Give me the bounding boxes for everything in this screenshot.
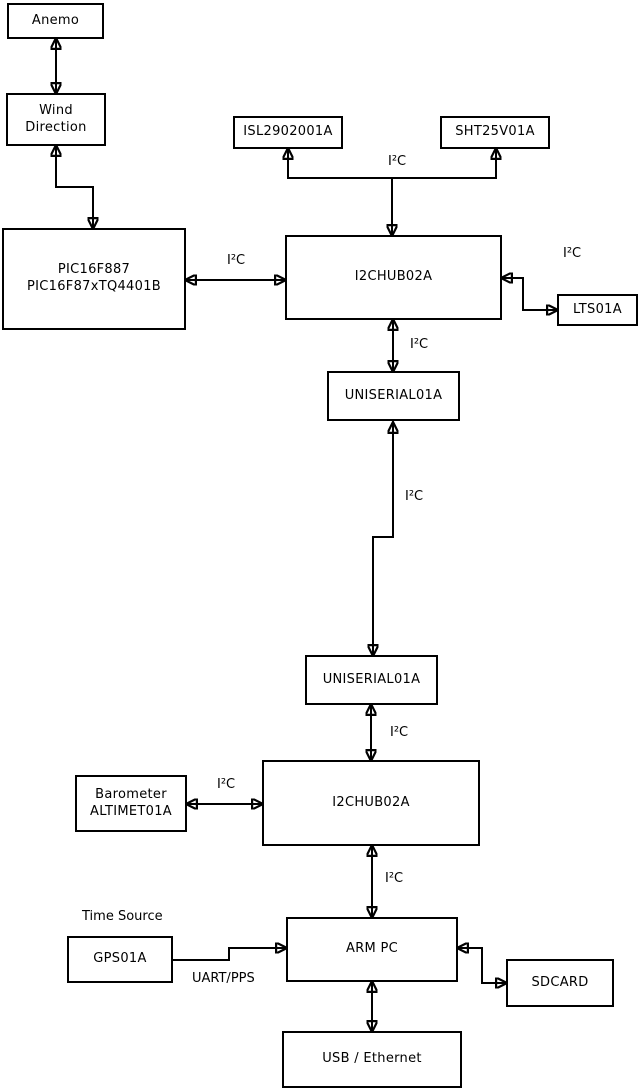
node-i2chub-1: I2CHUB02A: [285, 235, 502, 320]
uart-pps-label: UART/PPS: [192, 971, 255, 986]
node-i2chub-2-label: I2CHUB02A: [332, 794, 410, 810]
node-arm-pc-label: ARM PC: [346, 941, 398, 957]
i2c-label-uniserial2-i2chub2: I²C: [390, 725, 409, 740]
node-barometer: Barometer ALTIMET01A: [75, 775, 187, 832]
i2c-label-barometer-i2chub2: I²C: [217, 777, 236, 792]
node-usb-ethernet: USB / Ethernet: [282, 1031, 462, 1088]
node-i2chub-1-label: I2CHUB02A: [354, 269, 433, 285]
node-sht25v01a-label: SHT25V01A: [455, 124, 535, 140]
node-uniserial-1: UNISERIAL01A: [327, 371, 460, 421]
node-usb-ethernet-label: USB / Ethernet: [322, 1051, 422, 1067]
node-i2chub-2: I2CHUB02A: [262, 760, 480, 846]
i2c-label-pic-i2chub1: I²C: [227, 253, 246, 268]
edge-uniserial1-uniserial2: [373, 423, 393, 655]
edge-i2chub1-lts: [502, 278, 557, 310]
node-lts01a-label: LTS01A: [573, 301, 622, 317]
node-isl2902001a: ISL2902001A: [233, 116, 343, 149]
node-gps01a: GPS01A: [67, 936, 173, 983]
node-uniserial-2-label: UNISERIAL01A: [322, 671, 421, 687]
time-source-label: Time Source: [82, 909, 163, 924]
node-gps01a-label: GPS01A: [93, 951, 147, 967]
node-arm-pc: ARM PC: [286, 917, 458, 982]
node-anemo-label: Anemo: [31, 12, 80, 28]
edge-winddirection-pic: [56, 146, 93, 228]
node-sdcard: SDCARD: [506, 959, 614, 1007]
node-sht25v01a: SHT25V01A: [440, 116, 550, 149]
node-wind-direction: Wind Direction: [6, 93, 106, 146]
node-wind-direction-label: Wind Direction: [25, 102, 87, 135]
node-anemo: Anemo: [7, 3, 104, 39]
node-uniserial-2: UNISERIAL01A: [305, 655, 438, 705]
node-barometer-label: Barometer ALTIMET01A: [90, 786, 172, 819]
i2c-label-uniserial1-uniserial2: I²C: [405, 489, 424, 504]
node-uniserial-1-label: UNISERIAL01A: [344, 387, 443, 403]
i2c-label-i2chub1-lts: I²C: [563, 246, 582, 261]
node-pic16f887-label: PIC16F887 PIC16F87xTQ4401B: [27, 262, 161, 294]
i2c-label-i2chub1-uniserial1: I²C: [410, 337, 429, 352]
node-lts01a: LTS01A: [557, 294, 638, 326]
i2c-label-sensors-branch: I²C: [388, 154, 407, 169]
i2c-label-i2chub2-armpc: I²C: [385, 871, 404, 886]
node-pic16f887: PIC16F887 PIC16F87xTQ4401B: [2, 228, 186, 330]
edge-armpc-sdcard: [458, 948, 506, 983]
edge-gps-armpc: [173, 948, 286, 961]
node-isl2902001a-label: ISL2902001A: [243, 124, 333, 140]
node-sdcard-label: SDCARD: [531, 974, 589, 990]
